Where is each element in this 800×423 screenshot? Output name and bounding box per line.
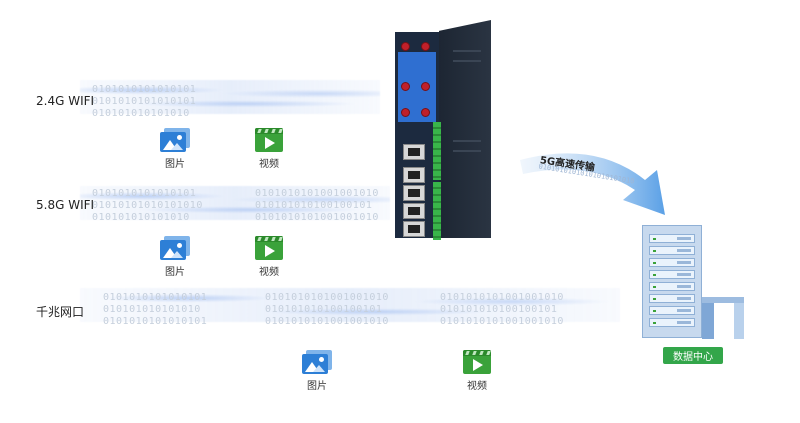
media-video-58g: 视频 (255, 236, 283, 278)
binary-text-58g-right: 0101010101001001010 010101010100100101 0… (255, 188, 379, 223)
media-caption: 视频 (259, 267, 279, 278)
antenna-connector-icon (421, 82, 430, 91)
picture-icon (160, 128, 190, 152)
data-center-graphic (640, 225, 745, 340)
terminal-block (433, 182, 441, 240)
binary-text-gigabit-mid: 0101010101001001010 010101010100100101 0… (265, 292, 389, 327)
terminal-block (433, 122, 441, 180)
server-rack (642, 225, 702, 338)
media-image-24g: 图片 (160, 128, 190, 170)
video-play-icon (255, 236, 283, 260)
media-caption: 视频 (259, 159, 279, 170)
label-58g-wifi: 5.8G WIFI (36, 198, 95, 212)
media-image-58g: 图片 (160, 236, 190, 278)
picture-icon (160, 236, 190, 260)
router-side-panel (439, 20, 491, 238)
router-vent (453, 60, 481, 62)
media-video-gigabit: 视频 (463, 350, 491, 392)
media-caption: 图片 (165, 267, 185, 278)
video-play-icon (255, 128, 283, 152)
antenna-connector-icon (421, 42, 430, 51)
router-front-panel (395, 32, 441, 240)
data-center-badge: 数据中心 (663, 347, 723, 364)
data-stream-24g (80, 80, 380, 114)
ethernet-port (403, 203, 425, 219)
label-gigabit-port: 千兆网口 (36, 305, 85, 319)
router-vent (453, 150, 481, 152)
industrial-router (395, 20, 495, 240)
antenna-connector-icon (401, 108, 410, 117)
media-image-gigabit: 图片 (302, 350, 332, 392)
ethernet-port (403, 144, 425, 160)
ethernet-port (403, 167, 425, 183)
media-caption: 图片 (307, 381, 327, 392)
label-24g-wifi: 2.4G WIFI (36, 94, 95, 108)
antenna-connector-icon (401, 42, 410, 51)
ethernet-port (403, 221, 425, 237)
router-vent (453, 140, 481, 142)
binary-text-gigabit-right: 0101010101001001010 010101010100100101 0… (440, 292, 564, 327)
binary-text-58g: 0101010101010101 01010101010101010 01010… (92, 188, 203, 223)
binary-text-gigabit: 0101010101010101 010101010101010 0101010… (103, 292, 208, 327)
binary-text-24g: 0101010101010101 0101010101010101 010101… (92, 84, 197, 119)
data-stream-58g (80, 186, 390, 220)
router-vent (453, 50, 481, 52)
media-video-24g: 视频 (255, 128, 283, 170)
antenna-connector-icon (421, 108, 430, 117)
desk (702, 297, 744, 339)
media-caption: 视频 (467, 381, 487, 392)
antenna-connector-icon (401, 82, 410, 91)
picture-icon (302, 350, 332, 374)
ethernet-port (403, 185, 425, 201)
video-play-icon (463, 350, 491, 374)
media-caption: 图片 (165, 159, 185, 170)
5g-transfer-arrow-icon (520, 153, 665, 215)
data-stream-gigabit (80, 288, 620, 322)
